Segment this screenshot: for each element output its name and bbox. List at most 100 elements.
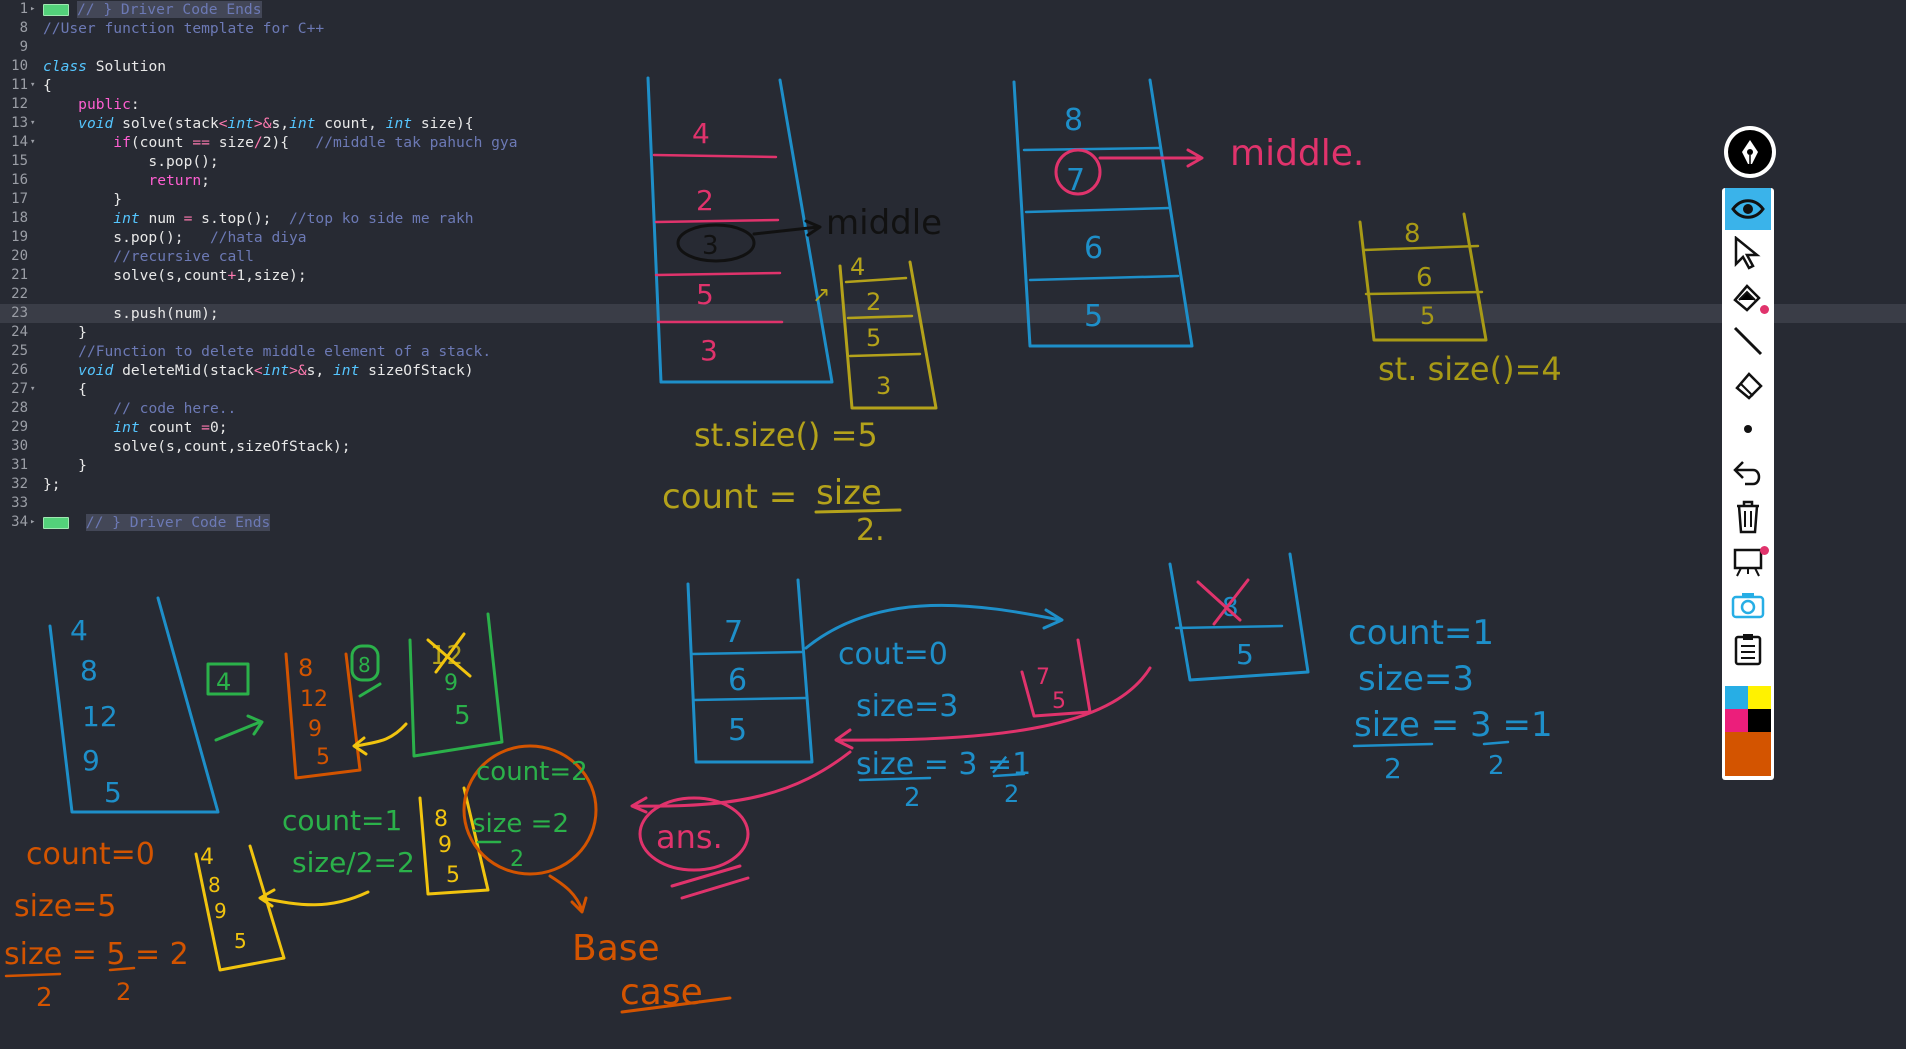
code-line[interactable]: 1▸ // } Driver Code Ends (0, 0, 1906, 19)
code-text: // } Driver Code Ends (43, 0, 262, 19)
color-swatch-yellow[interactable] (1748, 686, 1771, 709)
line-number: 33 (11, 495, 28, 511)
code-line[interactable]: 27▾ { (0, 380, 1906, 399)
code-text: //User function template for C++ (43, 20, 325, 37)
code-text: } (43, 324, 87, 341)
code-line[interactable]: 16 return; (0, 171, 1906, 190)
line-number: 11 (11, 77, 28, 93)
code-line[interactable]: 12 public: (0, 95, 1906, 114)
svg-text:9: 9 (444, 671, 458, 696)
code-line[interactable]: 15 s.pop(); (0, 152, 1906, 171)
fold-toggle-icon[interactable]: ▸ (30, 4, 36, 14)
code-line[interactable]: 19 s.pop(); //hata diya (0, 228, 1906, 247)
svg-text:8: 8 (298, 654, 313, 682)
code-line[interactable]: 26 void deleteMid(stack<int>&s, int size… (0, 361, 1906, 380)
code-text: void solve(stack<int>&s,int count, int s… (78, 115, 474, 132)
code-line[interactable]: 30 solve(s,count,sizeOfStack); (0, 437, 1906, 456)
ann-size5: size=5 (14, 889, 116, 924)
code-line[interactable]: 22 (0, 285, 1906, 304)
ann-size-frac-orange: size = 5 = 2 (4, 937, 189, 972)
svg-text:2: 2 (1384, 752, 1402, 785)
code-line[interactable]: 9 (0, 38, 1906, 57)
svg-text:6: 6 (728, 663, 747, 698)
whiteboard-icon[interactable] (1725, 540, 1771, 582)
svg-text:8: 8 (1404, 219, 1421, 249)
eraser-icon[interactable] (1725, 364, 1771, 406)
ann-size2-green-b: size =2 (472, 809, 569, 839)
code-line[interactable]: 28 // code here.. (0, 399, 1906, 418)
fold-toggle-icon[interactable]: ▸ (30, 517, 36, 527)
fold-toggle-icon[interactable]: ▾ (30, 137, 36, 147)
svg-text:2: 2 (36, 983, 53, 1013)
code-line[interactable]: 34▸ // } Driver Code Ends (0, 513, 1906, 532)
code-line[interactable]: 23 s.push(num); (0, 304, 1906, 323)
svg-text:7: 7 (1036, 665, 1050, 690)
code-line[interactable]: 33 (0, 494, 1906, 513)
fold-toggle-icon[interactable]: ▾ (30, 384, 36, 394)
svg-text:↗: ↗ (812, 283, 830, 308)
clipboard-icon[interactable] (1725, 628, 1771, 670)
color-swatch-pink[interactable] (1725, 709, 1748, 732)
code-line[interactable]: 25 //Function to delete middle element o… (0, 342, 1906, 361)
code-line[interactable]: 32}; (0, 475, 1906, 494)
undo-icon[interactable] (1725, 452, 1771, 494)
svg-text:8: 8 (358, 653, 371, 677)
eye-icon[interactable] (1725, 188, 1771, 230)
line-number: 26 (11, 362, 28, 378)
code-line[interactable]: 18 int num = s.top(); //top ko side me r… (0, 209, 1906, 228)
svg-text:4: 4 (216, 668, 231, 696)
color-swatch-black[interactable] (1748, 709, 1771, 732)
svg-text:8: 8 (434, 807, 448, 832)
code-line[interactable]: 8//User function template for C++ (0, 19, 1906, 38)
code-text: // } Driver Code Ends (43, 513, 271, 532)
svg-text:2: 2 (1488, 751, 1505, 781)
code-line[interactable]: 13▾ void solve(stack<int>&s,int count, i… (0, 114, 1906, 133)
code-line[interactable]: 29 int count =0; (0, 418, 1906, 437)
line-number: 20 (11, 248, 28, 264)
code-line[interactable]: 31 } (0, 456, 1906, 475)
camera-icon[interactable] (1725, 584, 1771, 626)
svg-text:5: 5 (234, 929, 247, 953)
select-arrow-icon[interactable] (1725, 232, 1771, 274)
ann-count0: count=0 (26, 837, 155, 872)
svg-text:5: 5 (454, 701, 471, 731)
trash-icon[interactable] (1725, 496, 1771, 538)
code-line[interactable]: 20 //recursive call (0, 247, 1906, 266)
color-swatch-cyan[interactable] (1725, 686, 1748, 709)
svg-text:12: 12 (300, 687, 328, 712)
fold-toggle-icon[interactable]: ▾ (30, 118, 36, 128)
code-text: solve(s,count+1,size); (43, 267, 307, 284)
code-text: { (43, 381, 87, 398)
code-line[interactable]: 14▾ if(count == size/2){ //middle tak pa… (0, 133, 1906, 152)
code-line[interactable]: 11▾{ (0, 76, 1906, 95)
code-text: }; (43, 476, 61, 493)
line-number: 17 (11, 191, 28, 207)
code-line[interactable]: 17 } (0, 190, 1906, 209)
svg-text:5: 5 (1052, 689, 1066, 714)
ann-ans: ans. (656, 818, 723, 856)
highlighter-icon[interactable] (1725, 276, 1771, 318)
code-line[interactable]: 24 } (0, 323, 1906, 342)
fold-toggle-icon[interactable]: ▾ (30, 80, 36, 90)
svg-text:9: 9 (438, 833, 452, 858)
line-number: 10 (11, 58, 28, 74)
line-number: 1 (19, 1, 28, 17)
line-number: 28 (11, 400, 28, 416)
code-line[interactable]: 21 solve(s,count+1,size); (0, 266, 1906, 285)
line-number: 12 (11, 96, 28, 112)
ann-two: 2. (856, 513, 885, 548)
dot-size-icon[interactable] (1725, 408, 1771, 450)
svg-text:7: 7 (724, 615, 743, 650)
line-icon[interactable] (1725, 320, 1771, 362)
color-swatch-orange-selected[interactable] (1725, 732, 1771, 776)
svg-text:8: 8 (1064, 103, 1083, 138)
pen-tool-badge[interactable] (1724, 126, 1776, 178)
line-number: 25 (11, 343, 28, 359)
svg-text:5: 5 (1084, 299, 1103, 334)
ann-count-eq: count = (662, 477, 797, 517)
ann-middle-black: middle (826, 203, 942, 243)
line-number: 24 (11, 324, 28, 340)
